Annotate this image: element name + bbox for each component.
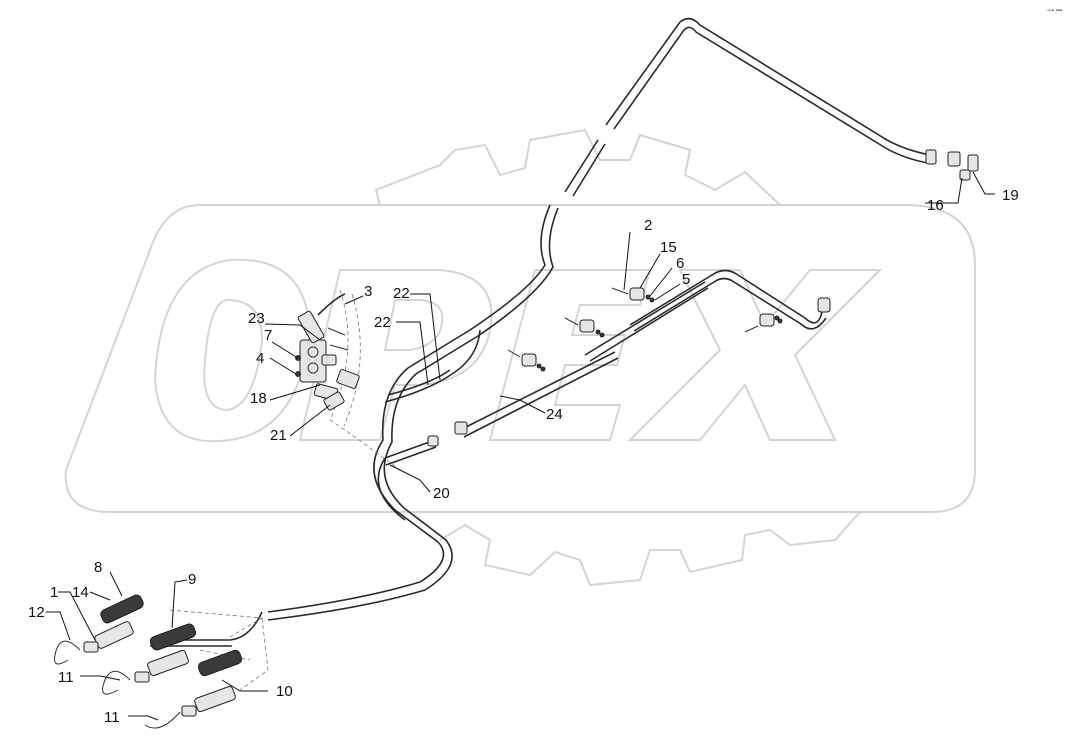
callout-7: 7	[264, 327, 272, 344]
callout-3: 3	[364, 283, 372, 300]
pipe-right-bend	[629, 269, 827, 332]
end-fittings	[925, 149, 979, 181]
callout-21: 21	[270, 427, 287, 444]
pipe-mid-b	[267, 207, 559, 621]
callout-20: 20	[433, 485, 450, 502]
callout-5: 5	[682, 271, 690, 288]
pipe-24-upper	[584, 281, 709, 362]
callout-22-upper: 22	[393, 285, 410, 302]
callout-8: 8	[94, 559, 102, 576]
callout-11-upper: 11	[58, 669, 74, 686]
callout-14: 14	[72, 584, 89, 601]
callout-23: 23	[248, 310, 265, 327]
pipe-hose-22	[384, 329, 481, 403]
callout-6: 6	[676, 255, 684, 272]
watermark-gear	[374, 128, 861, 587]
callout-10: 10	[276, 683, 293, 700]
callout-24: 24	[546, 406, 563, 423]
clamps	[427, 287, 831, 447]
callout-16: 16	[927, 197, 944, 214]
callout-4: 4	[256, 350, 264, 367]
coupler-group	[54, 594, 243, 729]
pipe-segment-upper	[564, 139, 606, 197]
pipe-hose-20	[377, 439, 437, 521]
pipe-assembly	[150, 17, 931, 647]
callout-2: 2	[644, 217, 652, 234]
corner-mark: ◦⊶ ▪▪▪	[1046, 8, 1062, 14]
callout-18: 18	[250, 390, 267, 407]
callout-labels: 3 22 22 23 7 4 18 21 20 24 2 15 6 5 16 1…	[28, 187, 1019, 726]
watermark-letters	[153, 258, 883, 443]
callout-15: 15	[660, 239, 677, 256]
watermark	[64, 128, 976, 587]
callout-11-lower: 11	[104, 709, 120, 726]
leader-lines	[46, 171, 995, 721]
valve-block	[295, 293, 360, 411]
callout-12: 12	[28, 604, 45, 621]
callout-1: 1	[50, 584, 58, 601]
watermark-frame	[64, 204, 976, 513]
pipe-24	[459, 351, 619, 438]
callout-19: 19	[1002, 187, 1019, 204]
pipe-mid-a	[267, 204, 551, 613]
pipe-top-lower	[613, 26, 929, 164]
callout-22-lower: 22	[374, 314, 391, 331]
pipe-top-upper	[605, 17, 931, 156]
callout-9: 9	[188, 571, 196, 588]
